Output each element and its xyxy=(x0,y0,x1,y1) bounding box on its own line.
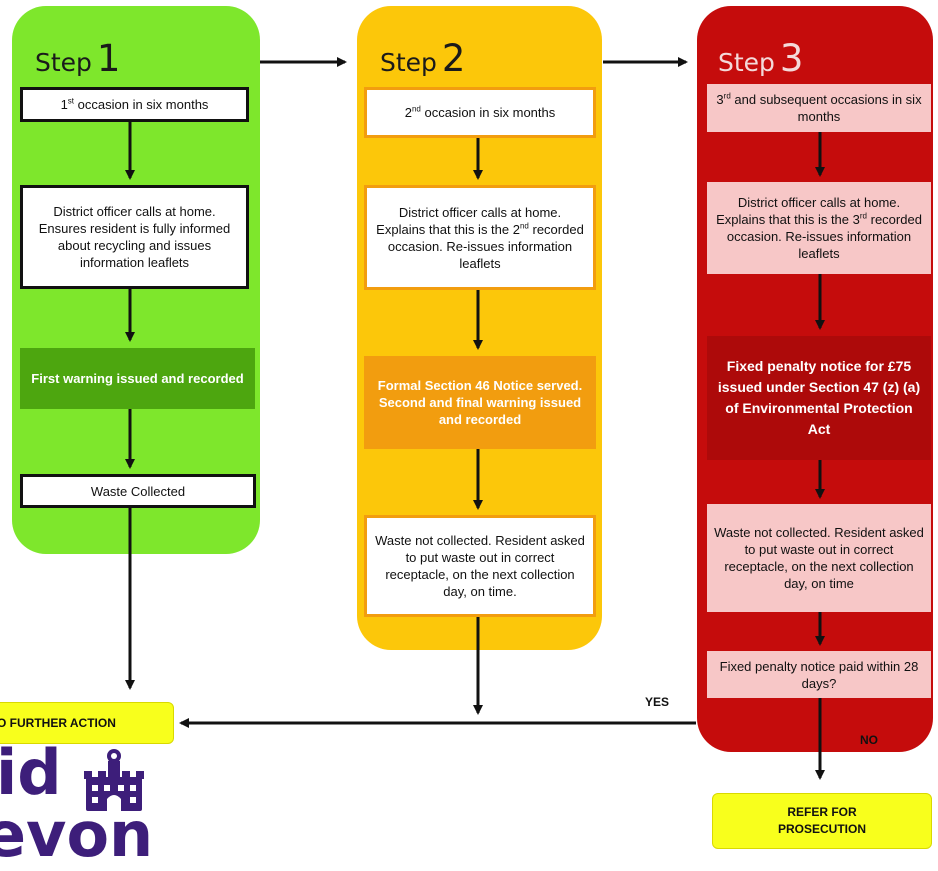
step2-occasion-box: 2nd occasion in six months xyxy=(364,87,596,138)
step2-not-collected-box: Waste not collected. Resident asked to p… xyxy=(364,515,596,617)
no-label: NO xyxy=(860,733,878,747)
crest-icon xyxy=(84,749,144,811)
step1-visit-box: District officer calls at home. Ensures … xyxy=(20,185,249,289)
step3-paid-question-box: Fixed penalty notice paid within 28 days… xyxy=(707,651,931,698)
no-further-action-box: O FURTHER ACTION xyxy=(0,702,174,744)
step3-occasion-box: 3rd and subsequent occasions in six mont… xyxy=(707,84,931,132)
step3-penalty-box: Fixed penalty notice for £75 issued unde… xyxy=(707,336,931,460)
step1-occasion-box: 1st occasion in six months xyxy=(20,87,249,122)
step2-notice-box: Formal Section 46 Notice served. Second … xyxy=(364,356,596,449)
refer-prosecution-box: REFER FOR PROSECUTION xyxy=(712,793,932,849)
step1-warning-box: First warning issued and recorded xyxy=(20,348,255,409)
logo-text-line1: id xyxy=(0,736,62,809)
step3-not-collected-box: Waste not collected. Resident asked to p… xyxy=(707,504,931,612)
step1-waste-collected-box: Waste Collected xyxy=(20,474,256,508)
step3-visit-box: District officer calls at home. Explains… xyxy=(707,182,931,274)
step2-visit-box: District officer calls at home. Explains… xyxy=(364,185,596,290)
logo-text-line2: evon xyxy=(0,798,154,871)
yes-label: YES xyxy=(645,695,670,709)
